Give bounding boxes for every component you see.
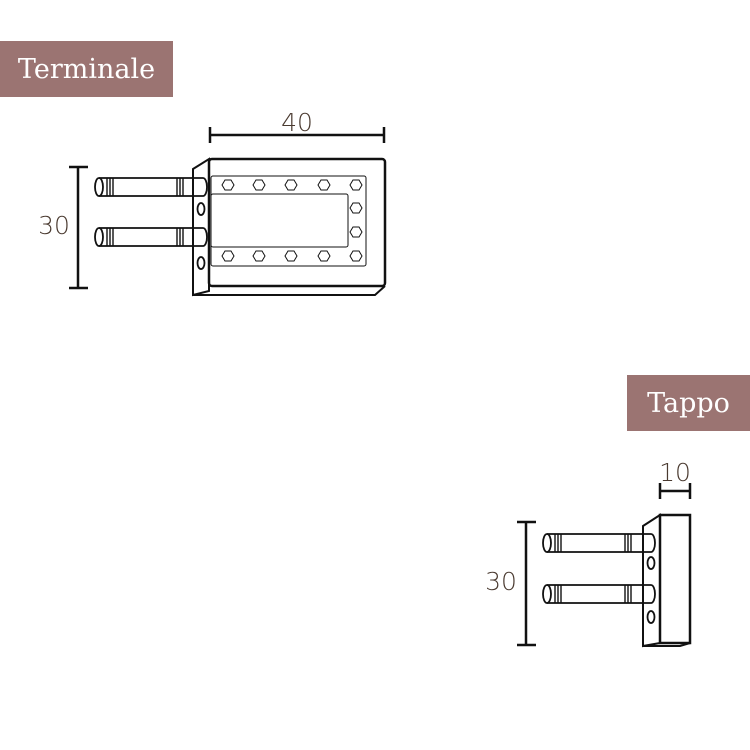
- hole: [646, 556, 656, 570]
- body-front: [658, 513, 692, 645]
- tappo-label: Tappo: [627, 375, 750, 431]
- hex-bolts: [221, 179, 363, 262]
- width-dimension-line: [208, 127, 386, 143]
- width-dimension: 40: [281, 108, 313, 137]
- height-dimension-line: [69, 165, 88, 290]
- height-dimension: 30: [485, 567, 517, 596]
- width-dimension: 10: [659, 458, 691, 487]
- height-dimension: 30: [38, 211, 70, 240]
- pin: [94, 177, 208, 197]
- pin: [94, 227, 208, 247]
- tappo-drawing: 10 30: [485, 458, 692, 648]
- bottom-edge: [193, 285, 386, 296]
- hole: [196, 202, 206, 216]
- pin: [542, 533, 656, 553]
- terminale-label: Terminale: [0, 41, 173, 97]
- hole: [646, 610, 656, 624]
- hole: [196, 256, 206, 270]
- side-plate: [192, 157, 210, 297]
- body-front: [207, 157, 387, 288]
- width-dimension-line: [658, 483, 692, 499]
- terminale-drawing: 40 30: [38, 108, 387, 297]
- height-dimension-line: [517, 520, 536, 647]
- pin: [542, 584, 656, 604]
- bottom-edge: [643, 642, 691, 647]
